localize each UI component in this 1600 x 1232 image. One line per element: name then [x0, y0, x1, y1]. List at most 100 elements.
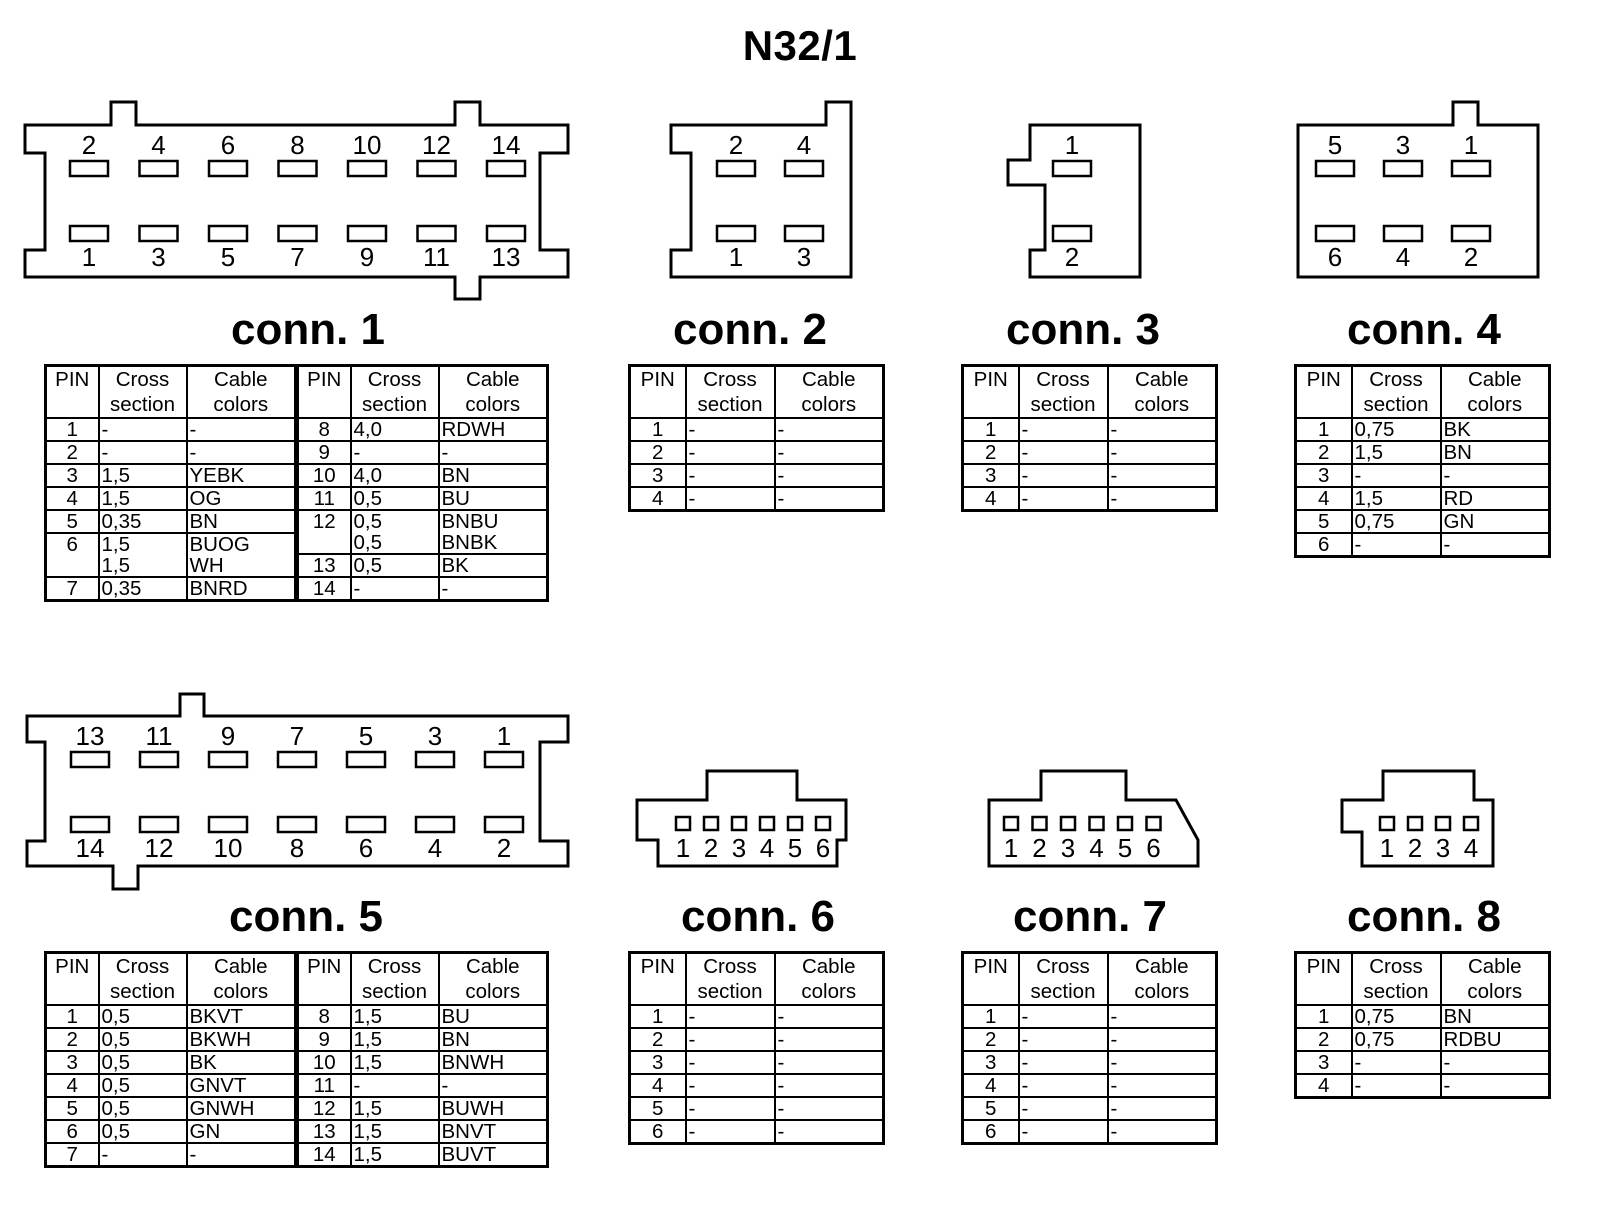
- cross-section: -: [349, 1073, 440, 1098]
- cable-color-line: GNVT: [189, 1074, 247, 1097]
- pin-number: 4: [44, 1073, 100, 1098]
- pin-slot: [1051, 159, 1093, 178]
- cable-color: BUWH: [437, 1096, 549, 1121]
- cable-color-line: BNRD: [189, 577, 248, 600]
- cross-section-line: -: [353, 1074, 361, 1097]
- cross-section: 0,75: [1350, 1004, 1442, 1029]
- pin-slot: [207, 750, 249, 769]
- cable-color-line: GNWH: [189, 1097, 255, 1120]
- pin-label: 3: [732, 833, 746, 863]
- cross-section-line: 1,5: [101, 487, 131, 510]
- cross-section: -: [684, 1119, 776, 1145]
- header-text: Cable: [1134, 368, 1189, 391]
- pin-number: 13: [296, 553, 352, 578]
- cable-color-line: BNBK: [441, 531, 498, 554]
- header-text: colors: [1134, 980, 1190, 1003]
- pin-label: 1: [1380, 833, 1394, 863]
- cross-section-line: 0,5: [101, 1005, 131, 1028]
- cross-section-line: 0,5: [353, 510, 383, 533]
- header-text: PIN: [640, 368, 675, 391]
- pin-label: 10: [353, 130, 382, 160]
- pin-slot: [277, 159, 318, 178]
- header-text: Cross: [115, 368, 170, 391]
- pin-slot: [1462, 815, 1480, 832]
- pin-label: 2: [1032, 833, 1046, 863]
- pin-slot: [346, 224, 388, 243]
- header-text: PIN: [973, 955, 1008, 978]
- pin-number: 6: [628, 1119, 687, 1145]
- connector-4-outline: [1296, 100, 1540, 279]
- pin-number: 2: [44, 1027, 100, 1052]
- pin-slot: [1434, 815, 1452, 832]
- pin-label: 9: [221, 721, 235, 751]
- table-row: 5--: [961, 1096, 1218, 1121]
- pin-number: 5: [44, 1096, 100, 1121]
- cable-color: -: [773, 1027, 885, 1052]
- cable-color-line: OG: [189, 487, 222, 510]
- cable-color-line: BKWH: [189, 1028, 252, 1051]
- cable-color: BN: [1439, 1004, 1551, 1029]
- cable-color: -: [773, 1096, 885, 1121]
- cable-color: -: [185, 417, 297, 442]
- header-text: PIN: [640, 955, 675, 978]
- cross-section-line: 0,5: [101, 1120, 131, 1143]
- pin-slot: [1406, 815, 1424, 832]
- pin-number: 3: [1294, 463, 1353, 488]
- cable-color: -: [773, 1004, 885, 1029]
- cross-section: 1,5: [97, 463, 188, 488]
- cable-color: BUVT: [437, 1142, 549, 1168]
- cable-color: GNVT: [185, 1073, 297, 1098]
- header-text: section: [362, 980, 427, 1003]
- cable-color: BU: [437, 1004, 549, 1029]
- cross-section-line: 0,5: [353, 487, 383, 510]
- pin-slot: [68, 159, 110, 178]
- pin-label: 5: [1118, 833, 1132, 863]
- connector-caption: conn. 4: [1346, 305, 1502, 354]
- cable-color: -: [1439, 532, 1551, 558]
- pin-label: 2: [704, 833, 718, 863]
- cross-section-line: 1,5: [353, 1028, 383, 1051]
- cable-color-line: RDWH: [441, 418, 506, 441]
- cross-section: 0,75: [1350, 1027, 1442, 1052]
- pin-slot: [814, 815, 832, 832]
- header-text: section: [362, 393, 427, 416]
- header-text: Cross: [1036, 368, 1090, 391]
- pin-slot: [1450, 224, 1492, 243]
- connector-8-outline: [1340, 769, 1495, 868]
- cross-section: 1,5: [1350, 440, 1442, 465]
- header-text: Cross: [703, 368, 757, 391]
- header-text: section: [110, 393, 175, 416]
- cable-color: -: [1439, 1073, 1551, 1099]
- pin-slot: [416, 159, 457, 178]
- pin-label: 9: [360, 242, 374, 272]
- cable-color-line: BU: [441, 487, 470, 510]
- cross-section: 0,5: [97, 1050, 188, 1075]
- pin-label: 12: [422, 130, 451, 160]
- cable-color: BN: [437, 463, 549, 488]
- cross-section: 1,5: [97, 486, 188, 511]
- pin-slot: [1382, 159, 1424, 178]
- pin-slot: [1314, 224, 1356, 243]
- pin-slot: [138, 815, 180, 834]
- cable-color-line: BN: [441, 1028, 470, 1051]
- cable-color: -: [773, 417, 885, 442]
- header-text: Cable: [1134, 955, 1189, 978]
- pin-label: 4: [1396, 242, 1410, 272]
- pin-label: 4: [428, 833, 442, 863]
- header-pin: PIN: [44, 364, 100, 419]
- pin-label: 1: [497, 721, 511, 751]
- pin-slot: [345, 815, 387, 834]
- pin-number: 2: [1294, 440, 1353, 465]
- pin-label: 6: [359, 833, 373, 863]
- pin-number: 2: [961, 1027, 1020, 1052]
